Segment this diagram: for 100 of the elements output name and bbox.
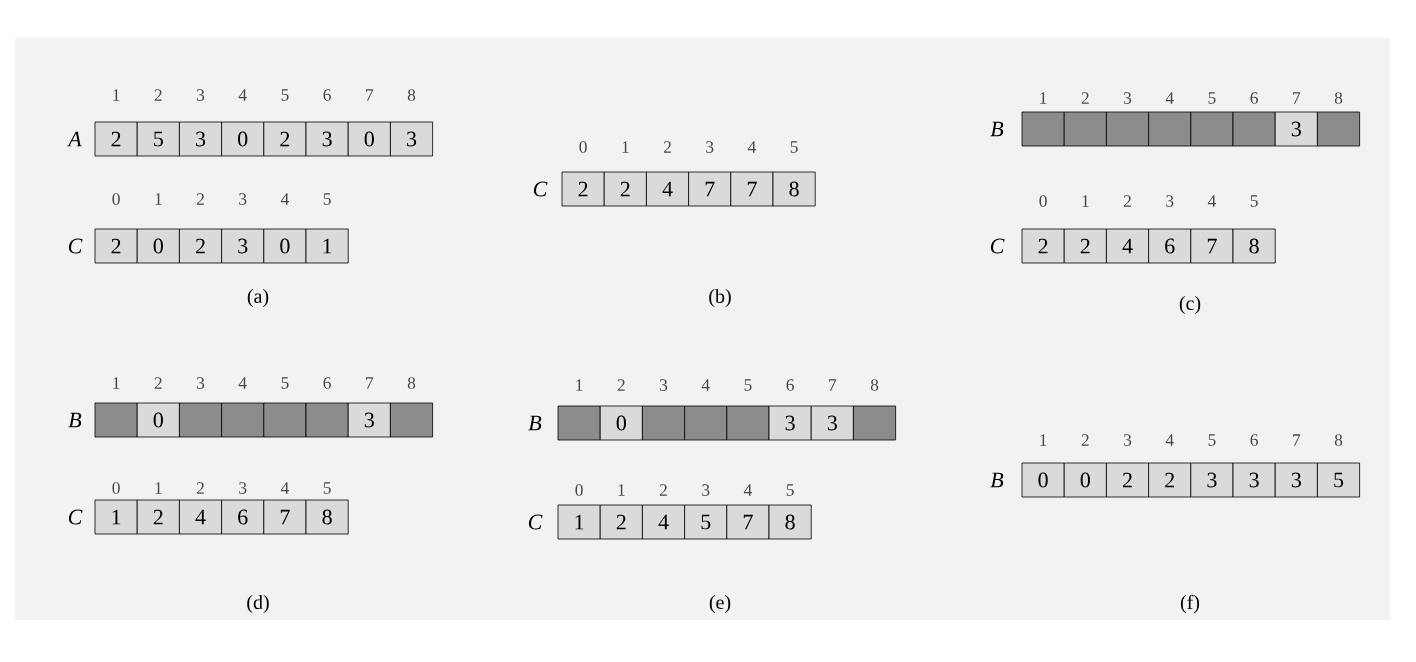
index-number: 5 bbox=[281, 89, 289, 101]
index-number: 4 bbox=[280, 482, 289, 494]
panel-caption: (f) bbox=[1180, 594, 1200, 614]
array-cell: 3 bbox=[1190, 462, 1234, 498]
index-number: 2 bbox=[196, 482, 204, 494]
index-number: 1 bbox=[1040, 92, 1047, 104]
index-number: 6 bbox=[1250, 92, 1258, 104]
index-number: 0 bbox=[575, 484, 583, 496]
index-number: 4 bbox=[743, 484, 752, 496]
index-number: 4 bbox=[701, 379, 710, 391]
array-cell: 4 bbox=[1106, 228, 1149, 264]
index-number: 2 bbox=[1081, 434, 1089, 446]
index-number: 4 bbox=[280, 193, 289, 205]
index-number: 2 bbox=[154, 377, 162, 389]
index-number: 7 bbox=[1293, 434, 1301, 446]
array-cell: 2 bbox=[179, 228, 222, 264]
index-number: 1 bbox=[1040, 434, 1047, 446]
index-number: 3 bbox=[197, 377, 205, 389]
index-number: 0 bbox=[112, 193, 120, 205]
panel-caption: (b) bbox=[709, 288, 731, 308]
array-cell: 3 bbox=[1274, 111, 1318, 147]
array-cell: 3 bbox=[221, 228, 265, 264]
index-number: 5 bbox=[790, 141, 798, 153]
array-cell: 8 bbox=[1232, 228, 1276, 264]
array-cell: 4 bbox=[179, 499, 222, 535]
array-cell: 0 bbox=[263, 228, 307, 264]
array-cell bbox=[94, 402, 138, 438]
array-cell: 8 bbox=[768, 504, 812, 540]
index-number: 8 bbox=[1334, 92, 1343, 104]
index-number: 0 bbox=[579, 141, 587, 153]
index-number: 8 bbox=[870, 379, 879, 391]
array-name: B bbox=[990, 121, 1004, 137]
index-number: 4 bbox=[747, 141, 756, 153]
array-cell bbox=[1063, 111, 1107, 147]
index-number: 6 bbox=[323, 89, 331, 101]
index-number: 7 bbox=[829, 379, 837, 391]
index-number: 2 bbox=[196, 193, 204, 205]
index-number: 2 bbox=[154, 89, 162, 101]
array-cell: 7 bbox=[1190, 228, 1234, 264]
array-cell: 7 bbox=[263, 499, 307, 535]
panel-caption: (e) bbox=[709, 594, 731, 614]
index-number: 3 bbox=[239, 193, 247, 205]
array-cell bbox=[263, 402, 307, 438]
array-cell: 2 bbox=[599, 504, 643, 540]
array-cell: 3 bbox=[1232, 462, 1276, 498]
panel-caption: (a) bbox=[247, 288, 269, 308]
index-number: 1 bbox=[622, 141, 629, 153]
array-cell: 0 bbox=[347, 121, 391, 157]
array-name: B bbox=[990, 472, 1004, 488]
index-number: 3 bbox=[239, 482, 247, 494]
index-number: 4 bbox=[238, 89, 247, 101]
array-cell: 8 bbox=[772, 171, 816, 207]
index-number: 3 bbox=[1124, 92, 1132, 104]
array-cell: 2 bbox=[1021, 228, 1065, 264]
array-cell bbox=[684, 405, 728, 441]
panel-caption: (d) bbox=[247, 594, 269, 614]
array-cell: 3 bbox=[179, 121, 222, 157]
index-number: 3 bbox=[1166, 195, 1174, 207]
index-number: 8 bbox=[1334, 434, 1343, 446]
array-cell bbox=[557, 405, 601, 441]
index-number: 2 bbox=[617, 379, 625, 391]
array-cell: 4 bbox=[642, 504, 685, 540]
array-cell: 7 bbox=[726, 504, 770, 540]
index-number: 4 bbox=[1165, 434, 1174, 446]
array-name: A bbox=[67, 131, 82, 147]
index-number: 6 bbox=[1250, 434, 1258, 446]
array-cell: 2 bbox=[94, 228, 138, 264]
array-cell: 0 bbox=[599, 405, 643, 441]
array-cell: 6 bbox=[1148, 228, 1192, 264]
index-number: 5 bbox=[323, 482, 331, 494]
array-cell: 2 bbox=[1106, 462, 1149, 498]
index-number: 1 bbox=[113, 89, 120, 101]
index-number: 2 bbox=[1081, 92, 1089, 104]
array-cell bbox=[305, 402, 349, 438]
index-number: 1 bbox=[1082, 195, 1089, 207]
index-number: 3 bbox=[706, 141, 714, 153]
index-number: 8 bbox=[407, 377, 416, 389]
array-cell: 0 bbox=[1021, 462, 1065, 498]
index-number: 5 bbox=[1250, 195, 1258, 207]
array-cell bbox=[390, 402, 433, 438]
array-cell bbox=[221, 402, 265, 438]
array-cell: 5 bbox=[136, 121, 180, 157]
array-cell: 7 bbox=[688, 171, 732, 207]
array-cell: 3 bbox=[347, 402, 391, 438]
index-number: 1 bbox=[576, 379, 583, 391]
index-number: 1 bbox=[155, 482, 162, 494]
array-cell: 3 bbox=[390, 121, 433, 157]
array-cell bbox=[179, 402, 222, 438]
index-number: 0 bbox=[112, 482, 120, 494]
index-number: 5 bbox=[1208, 434, 1216, 446]
array-cell: 0 bbox=[136, 228, 180, 264]
array-cell: 8 bbox=[305, 499, 349, 535]
array-cell: 1 bbox=[557, 504, 601, 540]
array-cell: 0 bbox=[221, 121, 265, 157]
index-number: 4 bbox=[238, 377, 247, 389]
array-cell: 1 bbox=[305, 228, 349, 264]
index-number: 6 bbox=[786, 379, 794, 391]
index-number: 7 bbox=[366, 89, 374, 101]
array-cell: 2 bbox=[603, 171, 647, 207]
index-number: 6 bbox=[323, 377, 331, 389]
